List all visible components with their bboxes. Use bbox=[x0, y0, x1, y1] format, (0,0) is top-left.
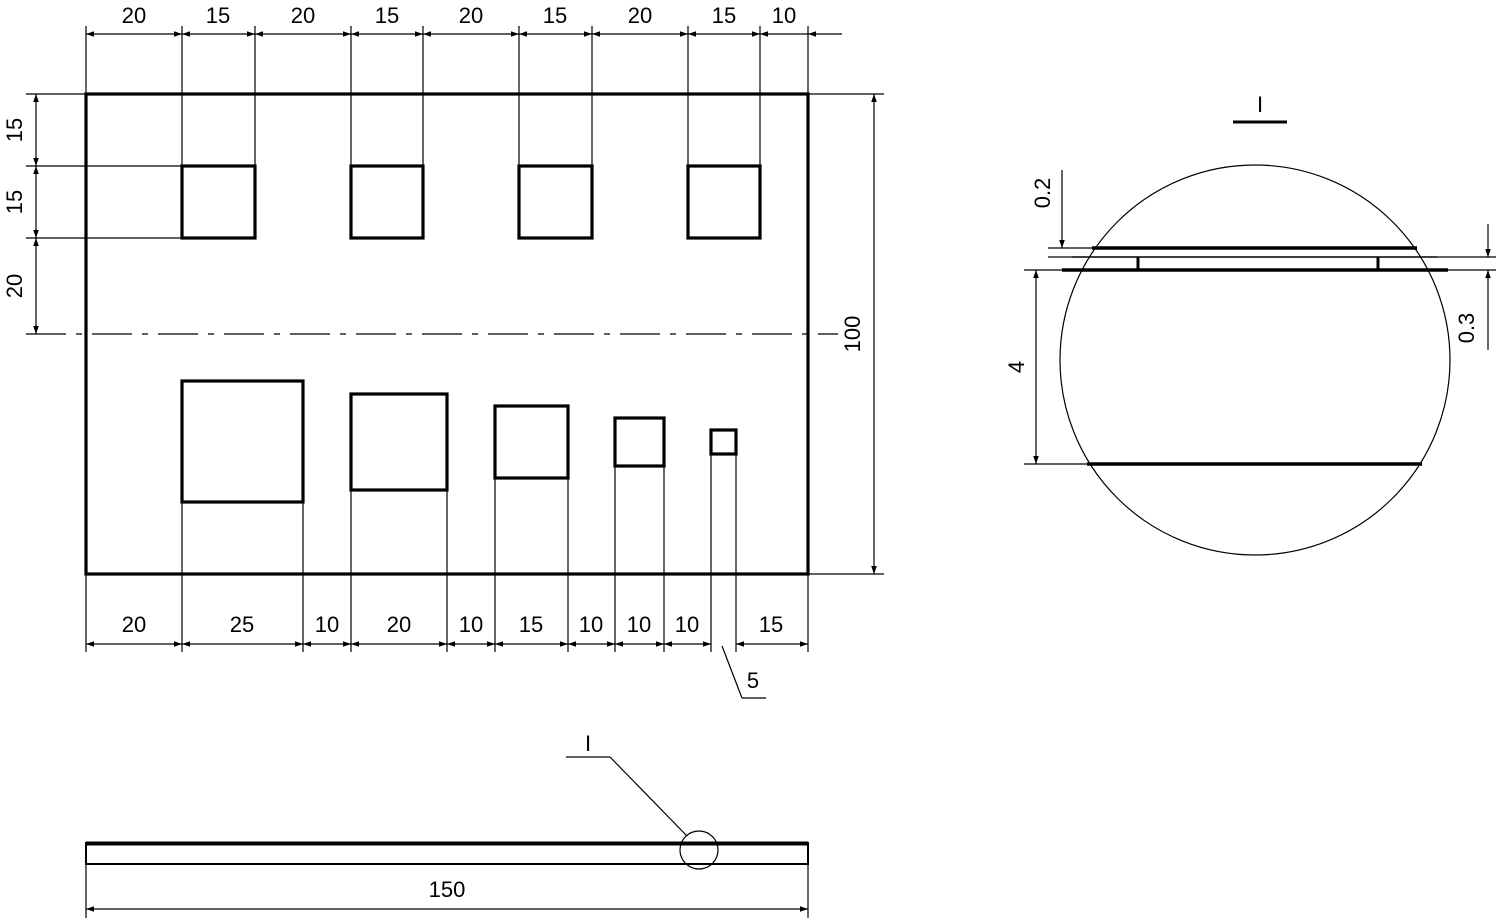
top-hole-1 bbox=[180, 164, 257, 240]
top-dimensions: 20 15 20 15 20 15 20 15 10 bbox=[85, 3, 842, 238]
bottom-dim-3: 10 bbox=[315, 612, 339, 637]
bottom-dim-7: 10 bbox=[579, 612, 603, 637]
top-dim-8: 15 bbox=[712, 3, 736, 28]
top-dim-1: 20 bbox=[122, 3, 146, 28]
side-view-plate bbox=[85, 842, 809, 865]
detail-circle-marker bbox=[679, 830, 719, 870]
bottom-hole-25 bbox=[180, 379, 305, 504]
bottom-hole-5 bbox=[709, 428, 738, 456]
bottom-dim-10: 15 bbox=[759, 612, 783, 637]
top-dim-4: 15 bbox=[375, 3, 399, 28]
bottom-dim-5: 10 bbox=[459, 612, 483, 637]
top-dim-3: 20 bbox=[291, 3, 315, 28]
bottom-dim-8: 10 bbox=[627, 612, 651, 637]
side-view: I 150 bbox=[85, 731, 809, 918]
small-hole-dim: 5 bbox=[747, 668, 759, 693]
top-dim-7: 20 bbox=[628, 3, 652, 28]
top-dim-6: 15 bbox=[543, 3, 567, 28]
detail-label: I bbox=[1257, 92, 1263, 117]
left-dim-3: 20 bbox=[2, 274, 27, 298]
section-label: I bbox=[585, 731, 591, 756]
detail-height: 4 bbox=[1004, 361, 1029, 373]
right-dim: 100 bbox=[840, 316, 865, 353]
bottom-hole-20 bbox=[349, 392, 449, 492]
detail-side-gap: 0.3 bbox=[1454, 313, 1479, 344]
right-dimension: 100 bbox=[808, 93, 884, 575]
bottom-dimensions: 20 25 10 20 10 15 10 10 10 15 5 bbox=[85, 454, 809, 699]
bottom-dim-6: 15 bbox=[519, 612, 543, 637]
bottom-hole-10 bbox=[613, 416, 666, 468]
detail-circle bbox=[1059, 164, 1451, 556]
bottom-dim-1: 20 bbox=[122, 612, 146, 637]
top-hole-3 bbox=[517, 164, 594, 240]
left-dim-1: 15 bbox=[2, 118, 27, 142]
bottom-dim-2: 25 bbox=[230, 612, 254, 637]
left-dim-2: 15 bbox=[2, 190, 27, 214]
side-view-length: 150 bbox=[429, 877, 466, 902]
detail-top-gap: 0.2 bbox=[1030, 178, 1055, 209]
top-dim-5: 20 bbox=[459, 3, 483, 28]
bottom-hole-15 bbox=[493, 404, 570, 480]
bottom-dim-4: 20 bbox=[387, 612, 411, 637]
top-hole-2 bbox=[349, 164, 425, 240]
left-dimensions: 15 15 20 bbox=[2, 93, 182, 334]
bottom-dim-9: 10 bbox=[675, 612, 699, 637]
top-dim-9: 10 bbox=[772, 3, 796, 28]
top-hole-4 bbox=[686, 164, 762, 240]
detail-view: I 0.2 4 0.3 bbox=[1004, 92, 1496, 556]
top-dim-2: 15 bbox=[206, 3, 230, 28]
